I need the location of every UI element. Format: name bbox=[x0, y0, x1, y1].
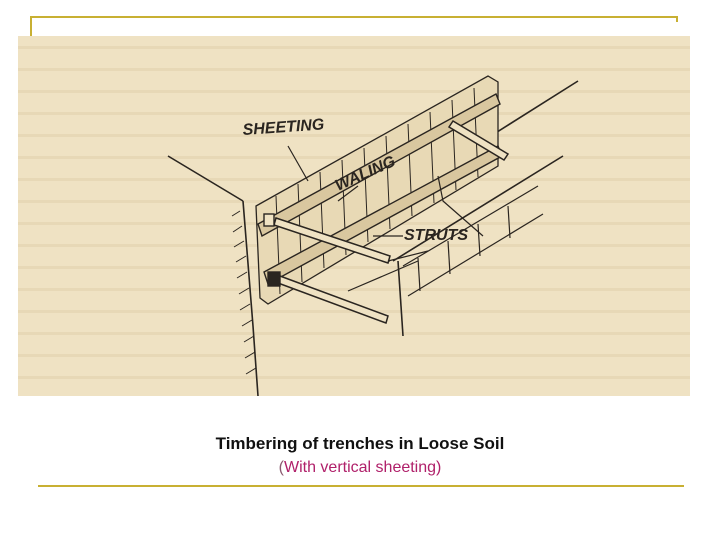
bottom-rule bbox=[38, 485, 684, 487]
strut-end-blocks bbox=[263, 213, 281, 287]
top-rule-tick-right bbox=[676, 16, 678, 22]
waling-upper bbox=[257, 93, 501, 238]
struts-group bbox=[273, 119, 510, 324]
label-struts: STRUTS bbox=[404, 227, 468, 244]
top-rule-tick-left bbox=[30, 16, 32, 36]
leader-lines bbox=[287, 145, 484, 292]
soil-hatching bbox=[231, 210, 257, 375]
caption-subtitle-close: ) bbox=[436, 459, 442, 476]
caption-subtitle-open: ( bbox=[278, 459, 284, 476]
label-sheeting: SHEETING bbox=[242, 116, 325, 139]
top-rule bbox=[30, 16, 678, 18]
diagram-image: SHEETING WALING STRUTS bbox=[18, 36, 690, 396]
strut-top bbox=[447, 119, 510, 162]
caption-subtitle: (With vertical sheeting) bbox=[0, 459, 720, 477]
sheeting-far-wall bbox=[402, 185, 544, 297]
trench-timbering-drawing: SHEETING WALING STRUTS bbox=[18, 36, 690, 396]
caption-subtitle-text: With vertical sheeting bbox=[283, 459, 437, 476]
caption-title: Timbering of trenches in Loose Soil bbox=[215, 434, 505, 453]
